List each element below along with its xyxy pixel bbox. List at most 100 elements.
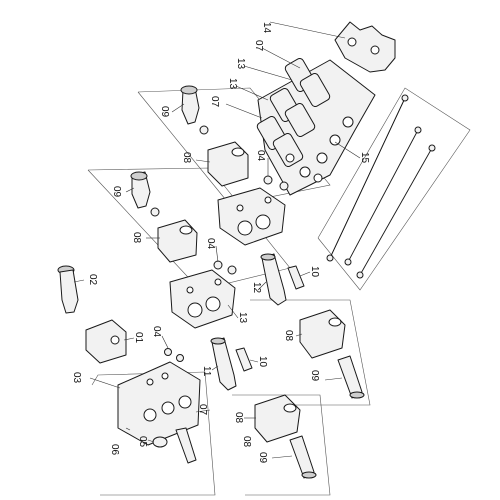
- coil-bore-middle: [179, 225, 193, 235]
- o-ring-upper: [199, 125, 209, 135]
- cartridge-11: [211, 337, 237, 391]
- cartridge-10-upper: [287, 265, 305, 290]
- valve-port-6: [285, 153, 295, 163]
- tie-rod-nut-4: [326, 254, 334, 262]
- check-valve-12-cap: [260, 253, 276, 261]
- valve-block-middle-port-2: [205, 296, 221, 312]
- solenoid-coil-right-2: [254, 394, 301, 443]
- valve-block-middle-port-4: [214, 278, 222, 286]
- seal-ring-lower-1: [164, 348, 172, 356]
- label-part-13-lower: 13: [237, 312, 248, 324]
- solenoid-coil-middle: [157, 219, 198, 263]
- tie-rod-3: [359, 147, 433, 276]
- label-part-04-lower: 04: [151, 326, 162, 338]
- label-part-03: 03: [71, 372, 82, 384]
- fitting-body: [59, 269, 79, 314]
- frame-rod-section: [317, 87, 471, 291]
- label-part-04-middle: 04: [205, 238, 216, 250]
- valve-port-2: [316, 152, 328, 164]
- coil-right-1-bore: [328, 317, 342, 327]
- o-ring-middle: [150, 207, 160, 217]
- label-part-13-second: 13: [227, 78, 238, 90]
- mounting-bracket: [334, 21, 396, 73]
- cartridge-10-lower: [235, 347, 253, 372]
- frame-upper-section: [137, 87, 331, 206]
- frame-right-module-2: [232, 394, 331, 496]
- base-port-5: [161, 372, 169, 380]
- base-block-body: [117, 361, 201, 446]
- bracket-hole-1: [347, 37, 357, 47]
- check-valve-12: [261, 253, 287, 306]
- label-part-08-lower: 08: [233, 412, 244, 424]
- valve-block-middle-port-1: [187, 302, 203, 318]
- tie-rod-nut-2: [414, 126, 422, 134]
- base-port-3: [178, 395, 192, 409]
- valve-block-upper-body: [217, 187, 286, 246]
- solenoid-plug-middle-cap: [130, 171, 148, 181]
- valve-stack-assembly: [256, 21, 396, 196]
- label-part-14: 14: [261, 22, 272, 34]
- label-part-08-upper: 08: [181, 152, 192, 164]
- base-port-2: [161, 401, 175, 415]
- valve-port-5: [313, 173, 323, 183]
- valve-block-middle-port-3: [186, 286, 194, 294]
- plug-05: [152, 436, 168, 448]
- valve-port-4: [299, 166, 311, 178]
- seal-ring-upper-2: [279, 181, 289, 191]
- valve-block-upper-port-2: [255, 214, 271, 230]
- coil-bore-upper: [231, 147, 245, 157]
- upper-actuator-module: [180, 85, 249, 187]
- valve-spool-4: [284, 102, 316, 138]
- solenoid-plug-upper-cap: [180, 85, 198, 95]
- solenoid-plug-right-1-cap: [349, 391, 365, 399]
- tie-rod-2: [347, 129, 419, 263]
- bracket-hole-2: [370, 45, 380, 55]
- coil-01-bore: [110, 335, 120, 345]
- tie-rod-nut-1: [401, 94, 409, 102]
- solenoid-coil-01: [85, 319, 127, 364]
- label-part-10-lower: 10: [257, 356, 268, 368]
- seal-ring-upper-1: [263, 175, 273, 185]
- valve-block-upper-port-3: [236, 204, 244, 212]
- valve-spool-2: [299, 72, 331, 108]
- solenoid-plug-right-1: [337, 355, 363, 399]
- valve-block-middle: [169, 269, 236, 329]
- frame-right-module-1: [250, 299, 371, 406]
- label-part-11: 11: [201, 366, 212, 377]
- middle-actuator-module: [130, 171, 198, 263]
- tie-rod-nut-5: [344, 258, 352, 266]
- fitting-assembly: [57, 265, 79, 314]
- valve-block-upper-port-1: [237, 220, 253, 236]
- label-part-08-right-2: 08: [241, 436, 252, 448]
- base-port-4: [146, 378, 154, 386]
- label-part-13-top: 13: [235, 58, 246, 70]
- label-part-09-upper: 09: [159, 106, 170, 118]
- coil-right-2-bore: [283, 403, 297, 413]
- solenoid-plug-middle: [131, 171, 151, 209]
- label-part-09-right-1: 09: [309, 370, 320, 382]
- tie-rod-nut-3: [428, 144, 436, 152]
- label-part-05: 05: [137, 436, 148, 448]
- label-part-09-right-2: 09: [257, 452, 268, 464]
- seal-ring-middle-2: [227, 265, 237, 275]
- base-port-1: [143, 408, 157, 422]
- solenoid-coil-right-1: [299, 309, 346, 359]
- valve-block-upper-port-4: [264, 196, 272, 204]
- label-part-08-right-1: 08: [283, 330, 294, 342]
- cartridge-11-cap: [210, 337, 226, 345]
- solenoid-plug-right-2: [289, 435, 315, 479]
- label-part-02: 02: [87, 274, 98, 286]
- tie-rod-nut-6: [356, 271, 364, 279]
- valve-block-middle-body: [169, 269, 236, 329]
- label-part-15: 15: [359, 152, 370, 164]
- seal-ring-lower-2: [176, 354, 184, 362]
- label-part-04-upper: 04: [255, 150, 266, 162]
- valve-port-1: [329, 134, 341, 146]
- seal-ring-middle-1: [213, 260, 223, 270]
- label-part-07-lower: 07: [197, 404, 208, 416]
- base-block: [117, 361, 201, 446]
- cartridge-06: [175, 427, 197, 464]
- label-part-07-second: 07: [209, 96, 220, 108]
- label-part-09-middle: 09: [111, 186, 122, 198]
